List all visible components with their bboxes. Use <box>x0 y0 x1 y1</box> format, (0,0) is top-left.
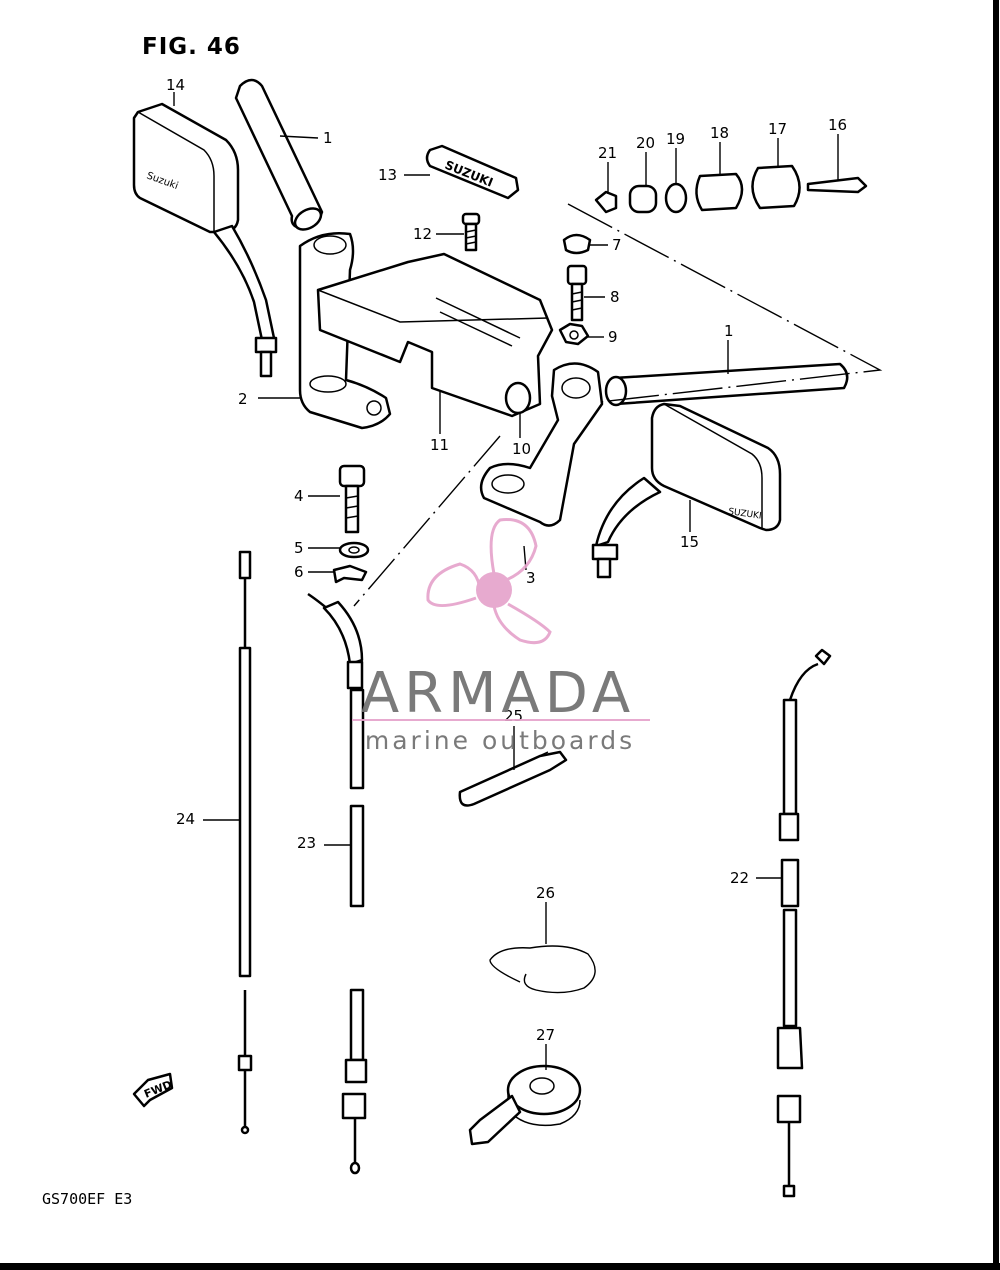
label-part-18: 18 <box>710 124 729 142</box>
part-1-left-grip-tube <box>234 78 324 231</box>
assembly-guide-lines <box>353 203 883 607</box>
label-part-19: 19 <box>666 130 685 148</box>
label-part-13: 13 <box>378 166 397 184</box>
mirror-right-engraving: SUZUKI <box>728 507 763 522</box>
label-part-1-right: 1 <box>724 322 734 340</box>
part-13-emblem: SUZUKI <box>425 144 520 200</box>
label-part-2: 2 <box>238 390 248 408</box>
watermark-brand: ARMADA <box>361 661 635 726</box>
label-part-4: 4 <box>294 487 304 505</box>
label-part-27: 27 <box>536 1026 555 1044</box>
part-12-screw <box>461 212 481 252</box>
label-part-3: 3 <box>526 569 536 587</box>
label-part-24: 24 <box>176 810 195 828</box>
label-part-1-left: 1 <box>323 129 333 147</box>
label-part-16: 16 <box>828 116 847 134</box>
part-3-right-bracket <box>479 362 604 527</box>
figure-title: FIG. 46 <box>142 34 241 60</box>
part-26-wire-clamp <box>489 945 596 994</box>
fwd-direction-arrow: FWD <box>132 1072 174 1108</box>
part-8-bolt <box>566 264 588 322</box>
part-5-washer <box>338 541 370 559</box>
frame-border-bottom <box>0 1263 1000 1270</box>
part-7-cap <box>562 233 592 255</box>
part-24-choke-cable <box>237 550 253 1135</box>
label-part-7: 7 <box>612 236 622 254</box>
label-part-22: 22 <box>730 869 749 887</box>
part-1-right-grip-tube <box>604 362 849 407</box>
label-part-10: 10 <box>512 440 531 458</box>
label-part-6: 6 <box>294 563 304 581</box>
part-23-throttle-cable <box>307 592 368 1175</box>
part-25-cable-strap <box>458 750 568 807</box>
part-14-left-mirror: Suzuki <box>132 102 278 378</box>
label-part-15: 15 <box>680 533 699 551</box>
label-part-12: 12 <box>413 225 432 243</box>
label-part-21: 21 <box>598 144 617 162</box>
parts-16-21-grip-end-set <box>594 164 868 214</box>
label-part-26: 26 <box>536 884 555 902</box>
label-part-20: 20 <box>636 134 655 152</box>
frame-border-right <box>993 0 999 1270</box>
label-part-5: 5 <box>294 539 304 557</box>
label-part-23: 23 <box>297 834 316 852</box>
part-22-clutch-cable <box>776 648 832 1198</box>
label-part-8: 8 <box>610 288 620 306</box>
label-part-11: 11 <box>430 436 449 454</box>
part-4-bolt <box>338 464 366 534</box>
armada-watermark: ARMADA marine outboards <box>352 518 650 755</box>
label-part-17: 17 <box>768 120 787 138</box>
part-15-right-mirror: SUZUKI <box>591 402 782 579</box>
label-part-14: 14 <box>166 76 185 94</box>
part-27-throttle-drum <box>468 1064 582 1146</box>
part-number-labels: 14 1 1 2 3 4 5 6 7 8 9 10 11 12 13 15 16… <box>166 76 847 1044</box>
label-part-9: 9 <box>608 328 618 346</box>
armada-propeller-logo-icon <box>426 518 552 645</box>
part-9-washer <box>558 322 590 346</box>
leader-lines <box>173 92 839 1070</box>
part-6-clip <box>332 564 368 584</box>
model-code: GS700EF E3 <box>42 1190 133 1208</box>
part-11-top-bridge <box>316 252 554 418</box>
watermark-tagline: marine outboards <box>365 726 635 755</box>
